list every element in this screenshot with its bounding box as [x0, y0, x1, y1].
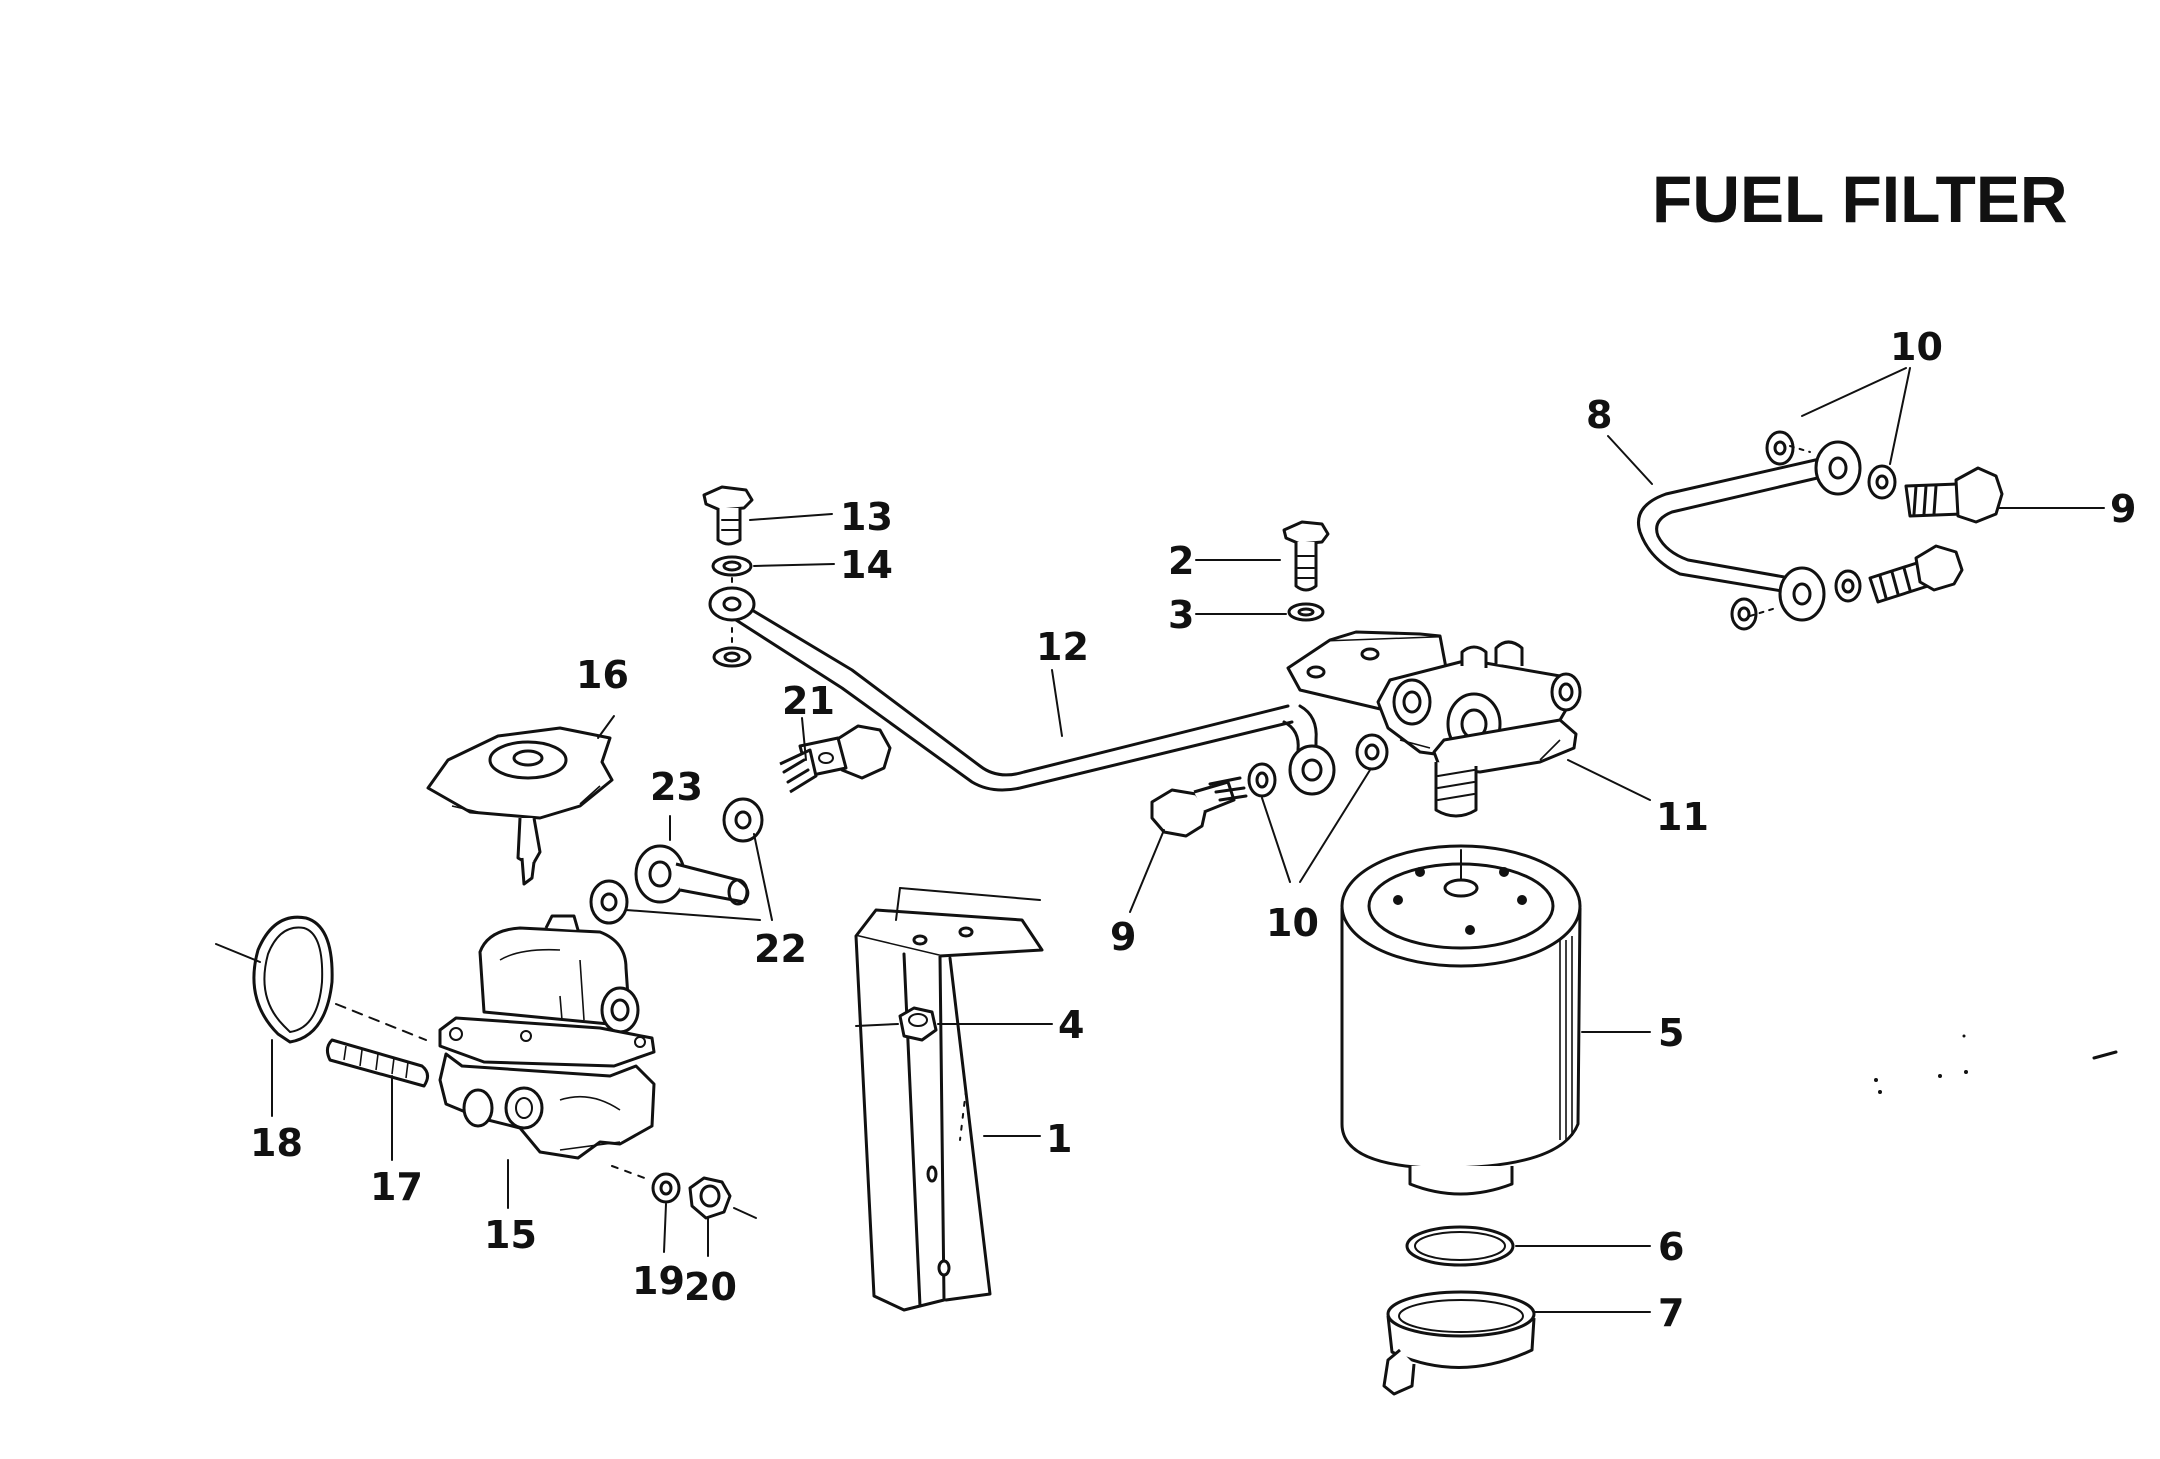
banjo-bolt-9-upper	[1904, 466, 2004, 524]
callout-10-upper: 10	[1890, 325, 1943, 369]
washer-10-f	[1834, 569, 1862, 603]
callout-23: 23	[650, 765, 703, 809]
washer-10-d	[1867, 464, 1897, 500]
nut-20	[688, 1176, 732, 1220]
callout-labels: 1 2 3 4 5 6 7 8 9 9 10 10 11 12 13 14 15…	[250, 325, 2136, 1335]
washer-10-a	[1247, 762, 1277, 798]
callout-2: 2	[1168, 539, 1194, 583]
nut-4	[898, 1006, 938, 1042]
washer-3	[1287, 602, 1325, 622]
callout-4: 4	[1058, 1003, 1084, 1047]
callout-5: 5	[1658, 1011, 1684, 1055]
washer-10-b	[1355, 733, 1389, 771]
filter-head-11	[1286, 630, 1582, 818]
pump-cover-16	[426, 726, 614, 886]
washer-14	[711, 555, 753, 577]
washer-22-upper	[722, 797, 764, 843]
filter-cartridge-5	[1340, 844, 1582, 1196]
scan-specks	[1874, 1034, 2118, 1094]
callout-19: 19	[632, 1259, 685, 1303]
callout-1: 1	[1046, 1117, 1072, 1161]
lift-pump-15	[438, 914, 656, 1160]
callout-12: 12	[1036, 625, 1089, 669]
callout-18: 18	[250, 1121, 303, 1165]
callout-9-upper: 9	[2110, 487, 2136, 531]
callout-6: 6	[1658, 1225, 1684, 1269]
leader-lines	[271, 367, 2105, 1313]
callout-20: 20	[684, 1265, 737, 1309]
washer-10-e	[1730, 597, 1758, 631]
callout-15: 15	[484, 1213, 537, 1257]
washer-19	[651, 1172, 681, 1204]
washer-22-lower	[589, 879, 629, 925]
callout-8: 8	[1586, 393, 1612, 437]
callout-21: 21	[782, 679, 835, 723]
washer-10-c	[1765, 430, 1795, 466]
gasket-18	[252, 915, 334, 1044]
banjo-union-23	[634, 844, 750, 906]
callout-13: 13	[840, 495, 893, 539]
washer-14-lower	[712, 646, 752, 668]
fuel-pipe-12	[708, 586, 1318, 792]
pushrod-17	[325, 1038, 429, 1088]
diagram-title: FUEL FILTER	[1652, 162, 2068, 236]
o-ring-6	[1405, 1225, 1515, 1267]
callout-10-lower: 10	[1266, 901, 1319, 945]
return-pipe-8	[1637, 440, 1862, 622]
callout-7: 7	[1658, 1291, 1684, 1335]
callout-17: 17	[370, 1165, 423, 1209]
callout-3: 3	[1168, 593, 1194, 637]
bracket-1	[854, 887, 1044, 1312]
callout-14: 14	[840, 543, 893, 587]
callout-11: 11	[1656, 795, 1709, 839]
bolt-13	[702, 485, 754, 546]
ring-nut-7	[1382, 1290, 1536, 1396]
banjo-fitting	[1288, 744, 1336, 796]
banjo-bolt-21	[779, 724, 892, 794]
callout-9-lower: 9	[1110, 915, 1136, 959]
callout-16: 16	[576, 653, 629, 697]
banjo-bolt-9-lower	[1868, 544, 1964, 604]
bolt-2	[1282, 520, 1330, 592]
banjo-bolt-9	[1150, 776, 1248, 838]
callout-22: 22	[754, 927, 807, 971]
